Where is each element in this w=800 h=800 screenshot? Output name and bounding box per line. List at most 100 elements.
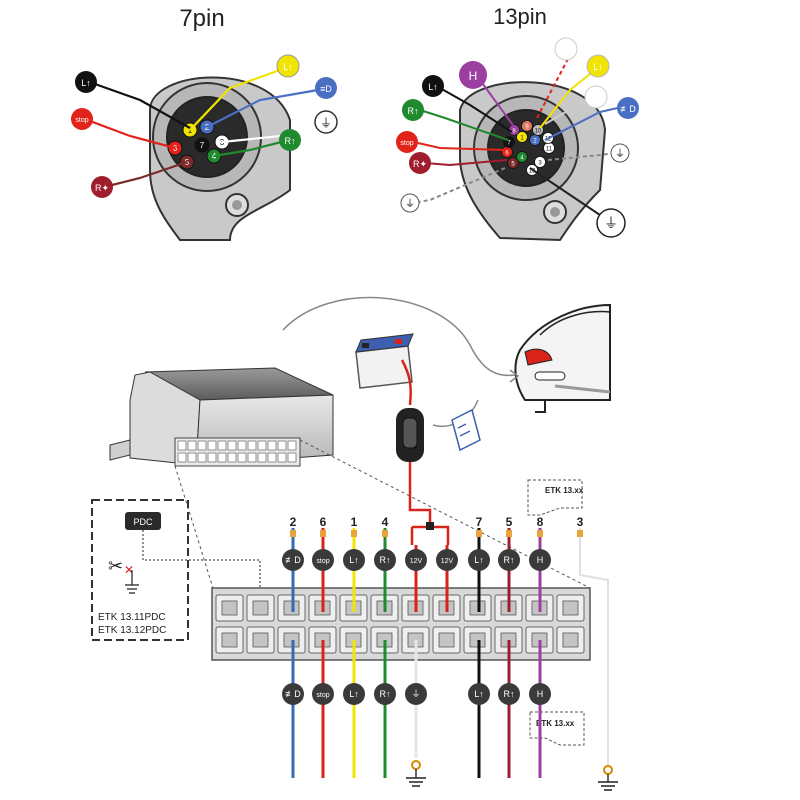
battery xyxy=(355,333,414,389)
column-bottom-icon xyxy=(468,683,490,705)
module-pin xyxy=(287,452,297,463)
socket-13pin-pin xyxy=(521,120,533,132)
callout-7pin-ground: ⏚ xyxy=(320,116,332,130)
socket-7pin-pin-number: 5 xyxy=(185,158,190,167)
socket-13pin-pin-number: 5 xyxy=(511,162,515,168)
module-pin xyxy=(237,452,247,463)
connector-slot xyxy=(562,632,579,648)
etk-13xx-bottom: ETK 13.xx xyxy=(536,719,575,728)
column-number: 3 xyxy=(577,515,584,529)
wire-columns: 2≢D≢D6stopstop1L↑L↑4R↑R↑12V⏚12V7L↑L↑5R↑R… xyxy=(282,515,618,791)
module-pin xyxy=(237,440,247,451)
wire-terminal xyxy=(537,530,543,537)
socket-13pin-pin xyxy=(534,156,546,168)
etk-pdc-line2: ETK 13.12PDC xyxy=(98,625,166,636)
column-bottom-icon xyxy=(374,683,396,705)
column-top-icon xyxy=(498,549,520,571)
column-bottom-icon xyxy=(282,683,304,705)
callout-13pin-socket: H xyxy=(469,69,478,83)
module-pin xyxy=(257,440,267,451)
callout-13pin-reverse: R✦ xyxy=(413,159,427,169)
callout-13pin-ground-a: ⏚ xyxy=(615,148,625,160)
column-top-icon xyxy=(529,549,551,571)
module-pin xyxy=(247,452,257,463)
module-pin xyxy=(277,452,287,463)
column-top-icon xyxy=(282,549,304,571)
column-number: 8 xyxy=(537,515,544,529)
column-top-label: H xyxy=(537,555,544,565)
cable-fuse-connector xyxy=(408,462,450,545)
wire-terminal xyxy=(577,530,583,537)
column-number: 7 xyxy=(476,515,483,529)
callout-7pin-left2: L↑ xyxy=(283,62,293,72)
connector-slot xyxy=(221,632,238,648)
column-number: 5 xyxy=(506,515,513,529)
socket-13pin-pin-number: 12 xyxy=(545,137,552,143)
column-top-label: R↑ xyxy=(504,555,515,565)
callout-13pin-left: L↑ xyxy=(428,82,438,92)
column-top-icon xyxy=(468,549,490,571)
socket-13pin-callouts: L↑ H L↑ ≢D R↑ stop R✦ ⏚ ⏚ ⏚ xyxy=(396,37,639,238)
scissors-icon: ✂ xyxy=(108,556,123,576)
module-pin xyxy=(207,440,217,451)
column-top-icon xyxy=(343,549,365,571)
callout-13pin-right: R↑ xyxy=(408,106,419,116)
main-connector xyxy=(211,587,591,661)
ground-icon xyxy=(598,774,618,791)
pdc-panel: PDC ✂ ✕ ETK 13.11PDC ETK 13.12PDC xyxy=(91,499,261,641)
callout-13pin-stop: stop xyxy=(400,140,413,147)
fuse-holder xyxy=(396,408,424,462)
module-pin xyxy=(277,440,287,451)
socket-13pin-pin-number: 2 xyxy=(533,139,537,145)
connector-slot xyxy=(562,600,579,616)
column-bottom-label: stop xyxy=(316,692,329,699)
module-pin xyxy=(217,440,227,451)
column-top-label: 12V xyxy=(410,558,423,565)
callout-13pin-fog: ≢D xyxy=(620,104,636,114)
callout-7pin-right: R↑ xyxy=(285,136,296,146)
module-pin xyxy=(177,440,187,451)
ground-terminal xyxy=(603,765,613,775)
module-pin xyxy=(207,452,217,463)
etk-13xx-top-box: ETK 13.xx xyxy=(527,479,584,516)
module-pin xyxy=(187,452,197,463)
ground-icon xyxy=(406,769,426,787)
module-pin xyxy=(177,452,187,463)
module-pin xyxy=(267,440,277,451)
column-number: 1 xyxy=(351,515,358,529)
column-top-label: L↑ xyxy=(474,555,484,565)
socket-13pin xyxy=(459,81,607,242)
column-top-icon xyxy=(405,549,427,571)
heading-7pin: 7pin xyxy=(179,5,224,32)
column-bottom-icon xyxy=(529,683,551,705)
column-bottom-label: ≢D xyxy=(285,689,301,699)
column-top-icon xyxy=(374,549,396,571)
module-pin xyxy=(247,440,257,451)
column-top-label: R↑ xyxy=(380,555,391,565)
column-bottom-label: L↑ xyxy=(474,689,484,699)
control-module xyxy=(109,367,334,467)
column-bottom-icon xyxy=(498,683,520,705)
module-pin xyxy=(257,452,267,463)
connector-slot xyxy=(438,632,455,648)
connector-slot xyxy=(221,600,238,616)
module-pin xyxy=(197,452,207,463)
wire-terminal xyxy=(351,530,357,537)
wire-terminal xyxy=(506,530,512,537)
heading-13pin: 13pin xyxy=(493,4,547,29)
callout-13pin-ground-b: ⏚ xyxy=(405,198,415,210)
socket-13pin-pin-number: 10 xyxy=(535,129,542,135)
socket-13pin-pin xyxy=(507,157,519,169)
column-bottom-icon xyxy=(312,683,334,705)
socket-13pin-pin-number: 13 xyxy=(529,169,536,175)
column-bottom-icon xyxy=(343,683,365,705)
socket-13pin-pin-number: 7 xyxy=(507,141,511,147)
socket-13pin-pin-number: 4 xyxy=(520,156,524,162)
etk-pdc-line1: ETK 13.11PDC xyxy=(98,612,166,623)
column-bottom-icon xyxy=(405,683,427,705)
module-pin xyxy=(267,452,277,463)
module-pin xyxy=(187,440,197,451)
cable-battery-fuse xyxy=(400,359,412,406)
column-bottom-label: ⏚ xyxy=(411,689,420,699)
